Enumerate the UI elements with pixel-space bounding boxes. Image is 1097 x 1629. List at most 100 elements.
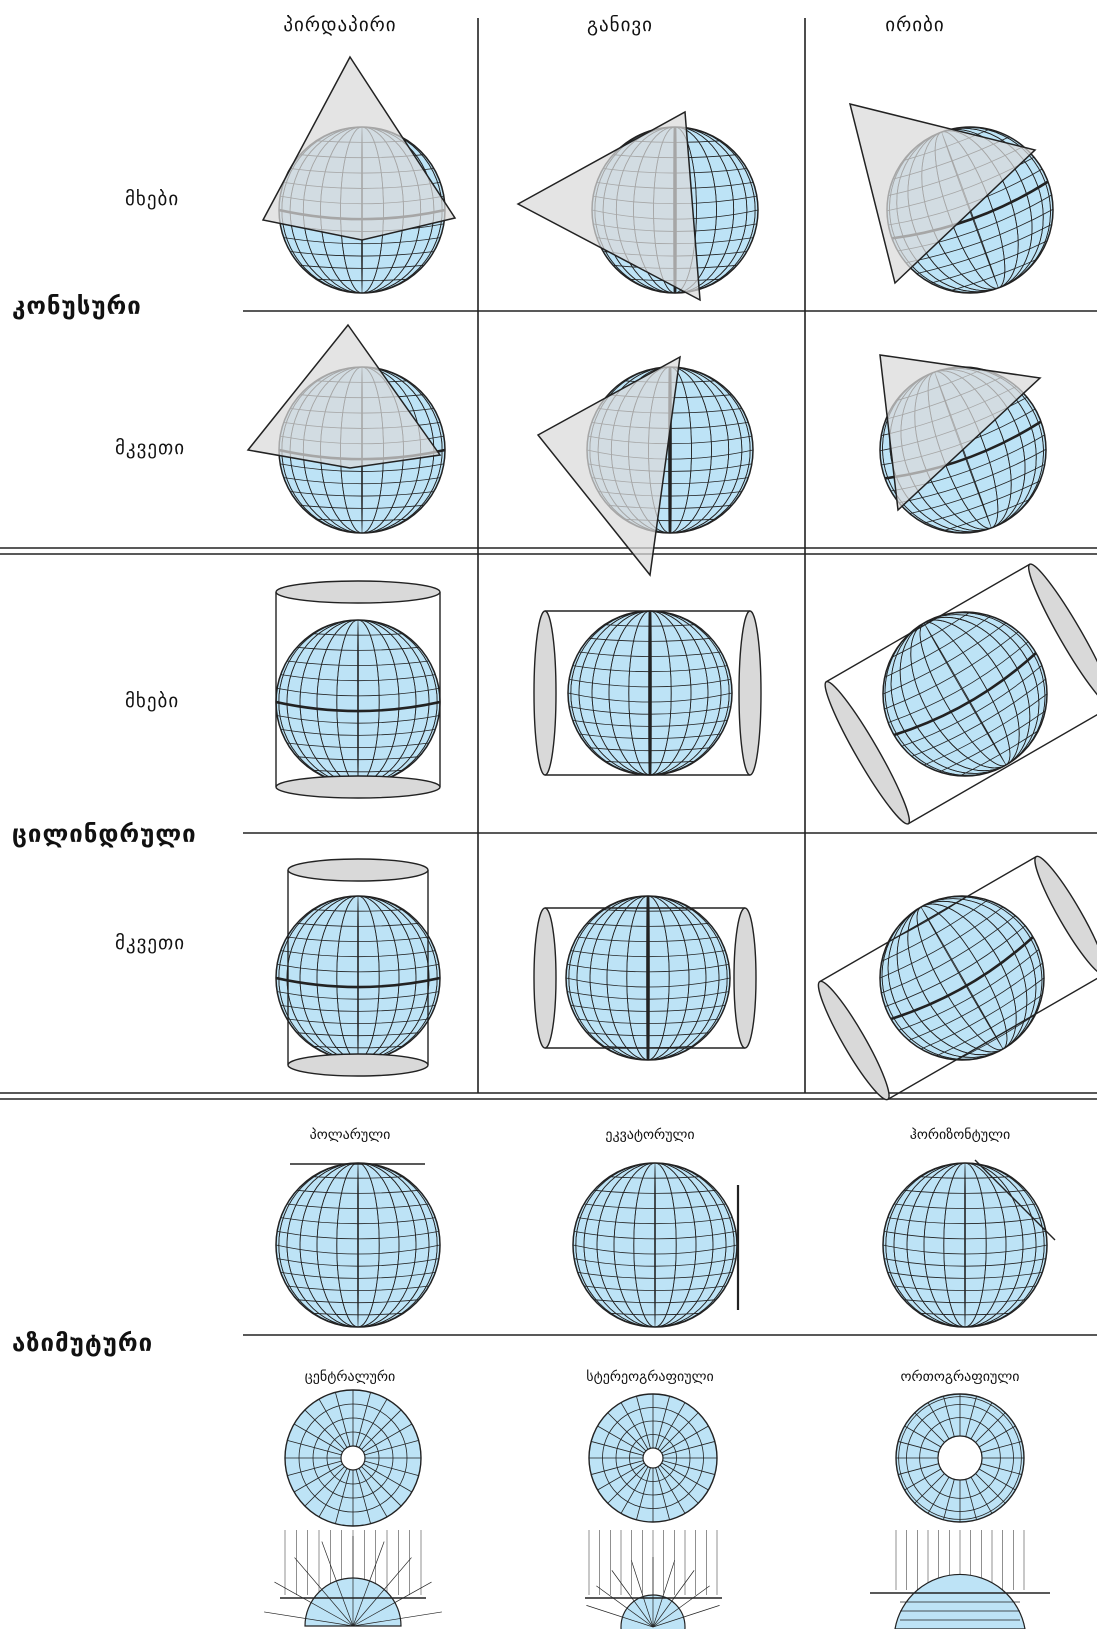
meridian <box>906 1163 1024 1327</box>
parallel <box>276 700 440 713</box>
parallel <box>312 1045 404 1049</box>
parallel <box>290 251 434 257</box>
gnomonic-disc <box>284 1389 422 1527</box>
cylinder-side <box>907 705 1097 825</box>
parallel <box>930 240 1048 284</box>
parallel <box>312 769 404 773</box>
meridian <box>357 896 359 1060</box>
parallel <box>884 1258 1046 1267</box>
azimuthal-stereographic-label: სტერეოგრაფიული <box>586 1369 714 1385</box>
parallel <box>577 1217 733 1225</box>
meridian <box>576 896 720 1060</box>
group-label-cylindrical: ცილინდრული <box>12 820 197 848</box>
globe-fill <box>883 612 1047 776</box>
meridian-ray <box>659 1464 699 1504</box>
stereographic-disc <box>588 1393 718 1523</box>
meridian-ray <box>659 1412 699 1452</box>
meridian <box>589 896 707 1060</box>
meridian <box>626 896 670 1060</box>
meridian-ray <box>335 1469 351 1524</box>
parallel <box>882 622 1007 695</box>
parallel <box>286 1203 430 1209</box>
graticule <box>276 1163 440 1327</box>
cylinder-cap <box>1034 855 1097 976</box>
parallel <box>890 936 1034 1021</box>
cylinder-normal-secant <box>287 858 429 1077</box>
meridian-ray <box>981 1463 1022 1475</box>
meridian-ray <box>978 1468 1016 1491</box>
meridian-ray <box>304 1409 345 1450</box>
meridian <box>923 1163 1007 1327</box>
parallel <box>296 646 420 651</box>
parallel <box>286 936 430 942</box>
cone-normal-secant <box>246 323 442 469</box>
parallel <box>884 631 1019 710</box>
parallel <box>574 1230 736 1240</box>
meridian <box>608 611 692 775</box>
gnomonic-hemisphere <box>264 1536 442 1627</box>
meridian <box>893 1163 1037 1327</box>
parallel <box>898 949 1040 1031</box>
parallel <box>939 710 1046 773</box>
meridian-ray <box>591 1441 644 1456</box>
cone-oblique-secant <box>879 354 1042 512</box>
group-label-conic: კონუსური <box>12 292 142 320</box>
parallel <box>283 237 441 245</box>
meridian <box>596 1163 714 1327</box>
meridian <box>316 620 400 784</box>
meridian <box>286 1163 430 1327</box>
projection-ray <box>274 1581 354 1627</box>
cylinder-oblique-secant <box>817 855 1097 1101</box>
parallel <box>898 448 1047 504</box>
parallel <box>312 1312 404 1316</box>
globe-azimuthal-equatorial <box>572 1162 738 1328</box>
parallel <box>885 925 1026 1007</box>
globe-cyl-transverse-secant <box>565 895 731 1061</box>
parallel <box>312 633 404 636</box>
parallel <box>919 1176 1011 1179</box>
cylinder-cap <box>275 775 441 799</box>
group-label-azimuthal: აზიმუტური <box>12 1329 154 1357</box>
parallel <box>891 611 971 658</box>
grid-lines <box>0 18 1097 1336</box>
parallel <box>881 915 1016 994</box>
parallel <box>903 1299 1027 1304</box>
meridian-ray <box>981 1441 1022 1453</box>
projection-ray <box>596 1585 654 1628</box>
parallel <box>276 1244 440 1255</box>
column-header-oblique: ირიბი <box>885 14 945 36</box>
azimuthal-polar-label: პოლარული <box>309 1127 391 1143</box>
cylinder-side <box>819 856 1037 983</box>
parallel <box>919 1312 1011 1316</box>
parallel <box>316 518 408 522</box>
row-label-conic-secant: მკვეთი <box>115 437 186 459</box>
meridian-ray <box>293 1463 343 1493</box>
meridian <box>336 1163 380 1327</box>
globe-cyl-normal-tangent <box>275 619 441 785</box>
meridian <box>336 620 380 784</box>
parallel <box>893 652 1037 737</box>
parallel <box>280 1271 436 1279</box>
row-label-conic-tangent: მხები <box>125 188 180 210</box>
graticule <box>568 611 732 775</box>
parallel <box>911 678 1046 757</box>
parallel <box>280 1004 436 1012</box>
meridian <box>591 611 709 775</box>
meridian-ray <box>927 1402 950 1440</box>
meridian-ray <box>318 1398 348 1448</box>
meridian-ray <box>914 1412 945 1443</box>
meridian-ray <box>636 1467 651 1520</box>
cylinder-cap <box>1027 563 1097 708</box>
cylinder-transverse-tangent <box>533 610 762 776</box>
parallel <box>280 1217 436 1225</box>
parallel <box>893 1285 1037 1291</box>
parallel <box>573 1244 737 1255</box>
parallel <box>277 963 439 973</box>
parallel <box>593 1189 717 1194</box>
graticule <box>573 1163 737 1327</box>
parallel <box>280 950 436 958</box>
parallel <box>276 976 440 989</box>
globe-fill <box>883 1163 1047 1327</box>
meridian <box>286 896 430 1060</box>
